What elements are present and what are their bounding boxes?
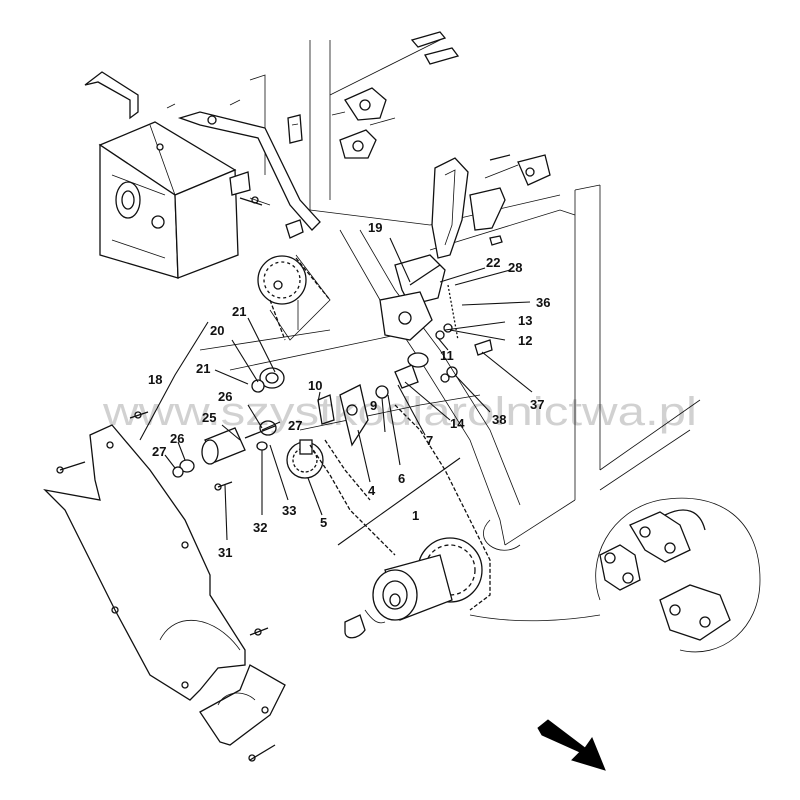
leader-lines: [139, 237, 533, 546]
callout-6: 6: [398, 471, 405, 486]
direction-arrow-icon: [537, 719, 606, 771]
chain-link-detail: [469, 497, 761, 653]
callout-21-lower: 21: [196, 361, 210, 376]
callout-27-right: 27: [288, 418, 302, 433]
callout-14: 14: [450, 416, 465, 431]
drive-chain: [309, 404, 491, 611]
callout-26-upper: 26: [218, 389, 232, 404]
callout-22: 22: [486, 255, 500, 270]
lower-bracket: [199, 664, 286, 746]
callout-20: 20: [210, 323, 224, 338]
top-bolts: [331, 31, 460, 159]
callout-4: 4: [368, 483, 376, 498]
small-plate: [287, 114, 303, 144]
callout-28: 28: [508, 260, 522, 275]
adjuster-plate: [431, 154, 551, 259]
callout-7: 7: [426, 433, 433, 448]
washer-cluster: [435, 323, 458, 383]
callout-labels: 19 22 28 36 13 11 12 21 20 21 18 10 26 2…: [148, 220, 550, 560]
callout-25: 25: [202, 410, 216, 425]
callout-19: 19: [368, 220, 382, 235]
callout-13: 13: [518, 313, 532, 328]
callout-11: 11: [440, 348, 454, 363]
watermark: www.szystkodlarolnictwa.pl: [102, 390, 697, 434]
angle-bracket: [84, 71, 241, 120]
callout-37: 37: [530, 397, 544, 412]
callout-36: 36: [536, 295, 550, 310]
callout-18: 18: [148, 372, 162, 387]
large-sprocket-hub: [344, 537, 483, 639]
fasteners: [56, 154, 511, 762]
callout-1: 1: [412, 508, 419, 523]
callout-33: 33: [282, 503, 296, 518]
callout-12: 12: [518, 333, 532, 348]
chain-guard: [43, 424, 246, 701]
mid-parts: [317, 384, 389, 447]
callout-38: 38: [492, 412, 506, 427]
callout-27-left: 27: [152, 444, 166, 459]
callout-21-upper: 21: [232, 304, 246, 319]
drive-sprocket: [286, 439, 324, 479]
callout-32: 32: [253, 520, 267, 535]
callout-10: 10: [308, 378, 322, 393]
callout-5: 5: [320, 515, 327, 530]
idler-group: [251, 367, 285, 451]
callout-26-lower: 26: [170, 431, 184, 446]
upper-sprocket: [257, 254, 331, 341]
tensioner-group: [379, 254, 493, 389]
callout-9: 9: [370, 398, 377, 413]
callout-31: 31: [218, 545, 232, 560]
gearbox-housing: [98, 121, 271, 279]
support-arm: [177, 111, 321, 239]
